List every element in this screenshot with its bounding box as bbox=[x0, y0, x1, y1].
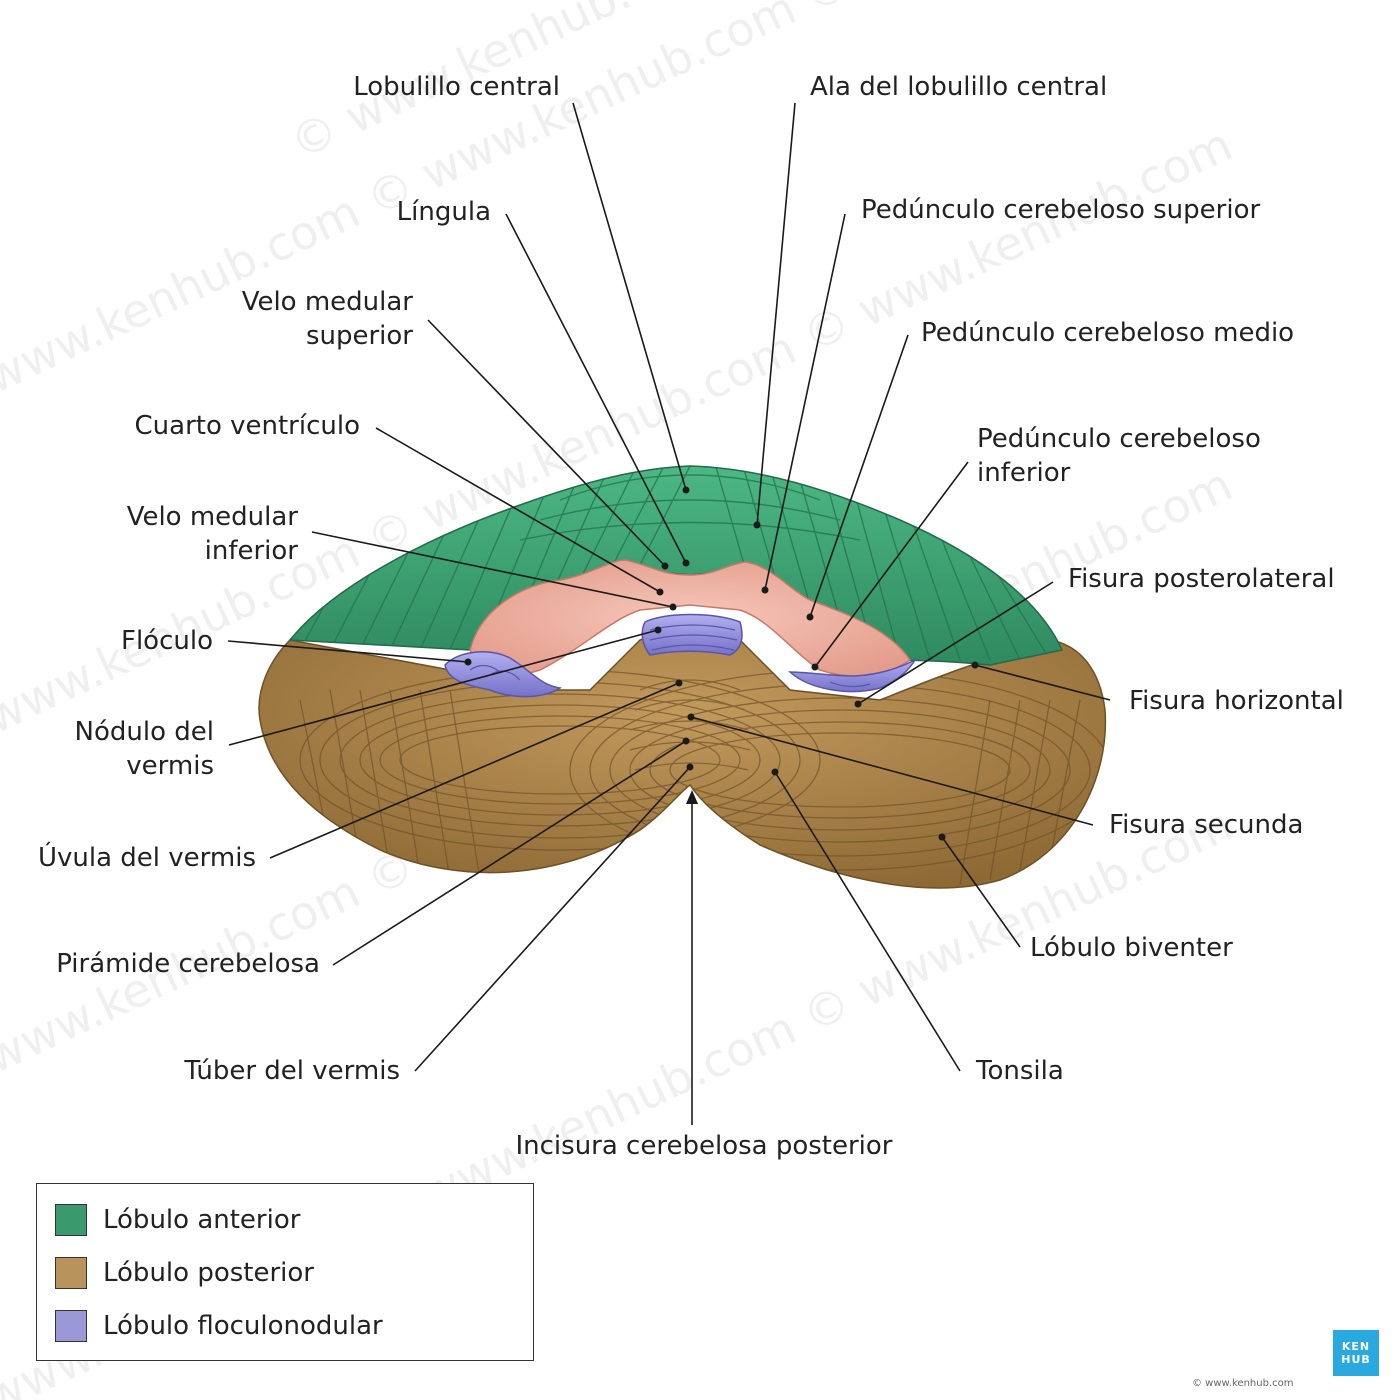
leader-dots bbox=[464, 486, 979, 841]
legend-swatch-flocculonodular bbox=[55, 1310, 87, 1342]
legend: Lóbulo anterior Lóbulo posterior Lóbulo … bbox=[36, 1183, 534, 1361]
label-tonsila: Tonsila bbox=[975, 1056, 1064, 1086]
label-pedunculo-medio: Pedúnculo cerebeloso medio bbox=[921, 318, 1294, 348]
logo-line-1: KEN bbox=[1341, 1340, 1371, 1353]
legend-item-flocculonodular: Lóbulo floculonodular bbox=[55, 1309, 383, 1343]
legend-swatch-anterior bbox=[55, 1204, 87, 1236]
label-ala-lobulillo-central: Ala del lobulillo central bbox=[810, 72, 1107, 102]
legend-swatch-posterior bbox=[55, 1257, 87, 1289]
label-velo-medular-superior: Velo medular bbox=[242, 287, 414, 317]
leader-lines bbox=[227, 102, 1111, 1125]
logo-line-2: HUB bbox=[1341, 1353, 1371, 1366]
flocculonodular-lobe bbox=[444, 613, 918, 698]
legend-label-anterior: Lóbulo anterior bbox=[103, 1205, 301, 1235]
legend-label-posterior: Lóbulo posterior bbox=[103, 1258, 314, 1288]
label-pedunculo-superior: Pedúnculo cerebeloso superior bbox=[861, 195, 1260, 225]
label-fisura-posterolateral: Fisura posterolateral bbox=[1068, 564, 1335, 594]
anterior-lobe bbox=[288, 465, 1064, 666]
label-lobulo-biventer: Lóbulo biventer bbox=[1030, 933, 1233, 963]
label-floculo: Flóculo bbox=[121, 626, 213, 656]
label-nodulo: Nódulo del bbox=[75, 717, 214, 747]
label-fisura-horizontal: Fisura horizontal bbox=[1129, 686, 1344, 716]
label-uvula: Úvula del vermis bbox=[38, 841, 256, 873]
label-piramide: Pirámide cerebelosa bbox=[56, 949, 320, 979]
legend-item-anterior: Lóbulo anterior bbox=[55, 1203, 300, 1237]
kenhub-logo: KEN HUB bbox=[1333, 1330, 1379, 1376]
label-lobulillo-central: Lobulillo central bbox=[353, 72, 560, 102]
label-velo-medular-inferior: Velo medular bbox=[127, 502, 299, 532]
labels: Lobulillo central Ala del lobulillo cent… bbox=[38, 72, 1344, 1161]
label-velo-medular-inferior-2: inferior bbox=[205, 536, 299, 566]
label-tuber: Túber del vermis bbox=[183, 1056, 400, 1086]
label-fisura-secunda: Fisura secunda bbox=[1109, 810, 1303, 840]
label-nodulo-2: vermis bbox=[126, 751, 214, 781]
label-velo-medular-superior-2: superior bbox=[306, 321, 413, 351]
label-lingula: Língula bbox=[397, 197, 491, 227]
legend-item-posterior: Lóbulo posterior bbox=[55, 1256, 314, 1290]
label-pedunculo-inferior-2: inferior bbox=[977, 458, 1071, 488]
copyright-text: © www.kenhub.com bbox=[1192, 1378, 1294, 1389]
label-cuarto-ventriculo: Cuarto ventrículo bbox=[135, 411, 361, 441]
legend-label-flocculonodular: Lóbulo floculonodular bbox=[103, 1311, 383, 1341]
label-incisura: Incisura cerebelosa posterior bbox=[515, 1131, 892, 1161]
label-pedunculo-inferior: Pedúnculo cerebeloso bbox=[977, 424, 1261, 454]
fourth-ventricle bbox=[469, 559, 912, 678]
